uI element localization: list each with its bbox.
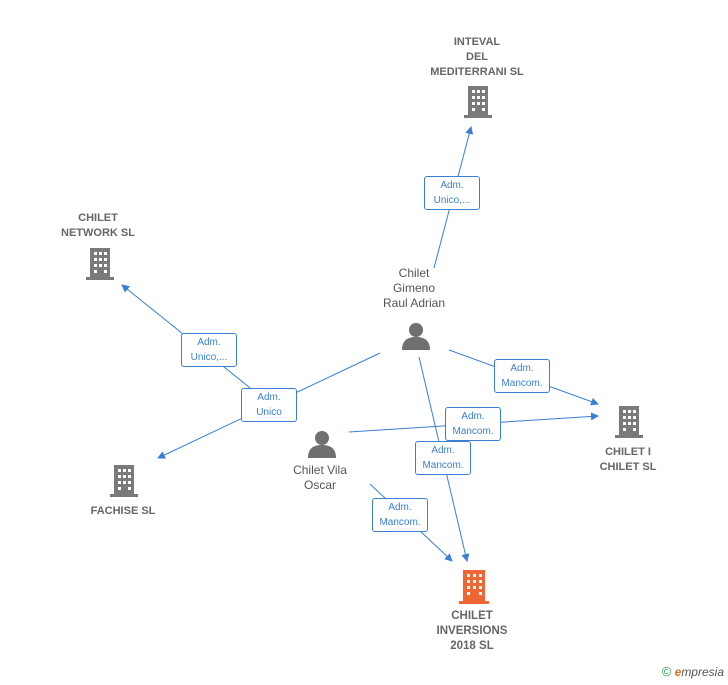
edge-label-vila-chiletichilet[interactable]: Adm. Mancom. [445, 407, 501, 441]
edge-label-gimeno-inteval[interactable]: Adm. Unico,... [424, 176, 480, 210]
node-label-inteval[interactable]: INTEVAL DEL MEDITERRANI SL [430, 36, 524, 78]
node-label-fachise[interactable]: FACHISE SL [90, 505, 156, 517]
building-icon [110, 465, 138, 497]
brand-footer: © empresia [662, 664, 724, 679]
edge-label-gimeno-chiletichilet[interactable]: Adm. Mancom. [494, 359, 550, 393]
node-label-chilet-network[interactable]: CHILET NETWORK SL [61, 212, 135, 239]
node-label-chilet-inversions[interactable]: CHILET INVERSIONS 2018 SL [436, 610, 508, 652]
building-icon [86, 248, 114, 280]
brand-logo-e: e [674, 665, 682, 679]
brand-logo-text: mpresia [681, 665, 724, 679]
building-icon-focus [459, 570, 489, 604]
building-icon [615, 406, 643, 438]
person-icon [402, 323, 430, 350]
copyright-symbol: © [661, 664, 672, 679]
node-label-chilet-vila[interactable]: Chilet Vila Oscar [293, 463, 347, 492]
edge-label-vila-inversions[interactable]: Adm. Mancom. [372, 498, 428, 532]
node-label-chilet-gimeno[interactable]: Chilet Gimeno Raul Adrian [382, 266, 446, 310]
edge-label-gimeno-fachise[interactable]: Adm. Unico [241, 388, 297, 422]
person-icon [308, 431, 336, 458]
edge-label-gimeno-inversions[interactable]: Adm. Mancom. [415, 441, 471, 475]
building-icon [464, 86, 492, 118]
node-label-chilet-i-chilet[interactable]: CHILET I CHILET SL [599, 446, 657, 473]
edge-label-gimeno-network[interactable]: Adm. Unico,... [181, 333, 237, 367]
